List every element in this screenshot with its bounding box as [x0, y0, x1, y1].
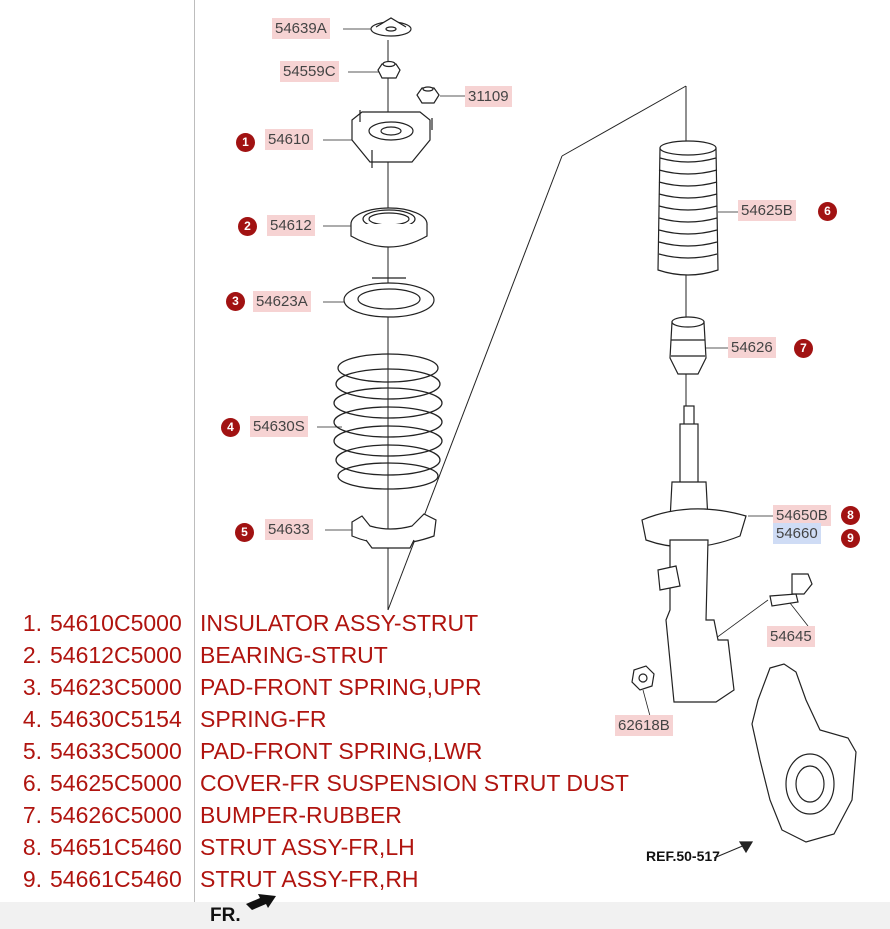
part-label-62618B: 62618B [615, 715, 673, 736]
front-direction-label: FR. [210, 905, 241, 926]
callout-7: 7 [794, 339, 813, 358]
list-item-part-number: 54630C5154 [50, 706, 182, 732]
list-item-part-number: 54625C5000 [50, 770, 182, 796]
part-label-54639A: 54639A [272, 18, 330, 39]
part-label-54645: 54645 [767, 626, 815, 647]
list-item-number: 7. [22, 802, 42, 828]
list-item-part-number: 54661C5460 [50, 866, 182, 892]
callout-6: 6 [818, 202, 837, 221]
part-label-54610: 54610 [265, 129, 313, 150]
list-item-number: 3. [22, 674, 42, 700]
list-item-description: SPRING-FR [200, 706, 327, 732]
list-item-description: PAD-FRONT SPRING,LWR [200, 738, 483, 764]
list-item-part-number: 54610C5000 [50, 610, 182, 636]
list-item-description: COVER-FR SUSPENSION STRUT DUST [200, 770, 629, 796]
list-item-number: 8. [22, 834, 42, 860]
part-label-54650B: 54650B [773, 505, 831, 526]
list-item-part-number: 54626C5000 [50, 802, 182, 828]
list-item-description: BUMPER-RUBBER [200, 802, 402, 828]
list-item-description: STRUT ASSY-FR,LH [200, 834, 415, 860]
list-item-number: 4. [22, 706, 42, 732]
list-item-number: 9. [22, 866, 42, 892]
bottom-strip [0, 902, 890, 929]
margin-line [194, 0, 195, 929]
list-item-description: PAD-FRONT SPRING,UPR [200, 674, 482, 700]
list-item-number: 1. [22, 610, 42, 636]
part-label-54612: 54612 [267, 215, 315, 236]
part-label-31109: 31109 [465, 86, 512, 107]
list-item-description: BEARING-STRUT [200, 642, 388, 668]
callout-9: 9 [841, 529, 860, 548]
list-item-part-number: 54623C5000 [50, 674, 182, 700]
list-item-part-number: 54651C5460 [50, 834, 182, 860]
callout-2: 2 [238, 217, 257, 236]
part-label-54625B: 54625B [738, 200, 796, 221]
reference-label: REF.50-517 [646, 848, 720, 864]
part-label-54623A: 54623A [253, 291, 311, 312]
part-label-54626: 54626 [728, 337, 776, 358]
list-item-description: STRUT ASSY-FR,RH [200, 866, 419, 892]
callout-8: 8 [841, 506, 860, 525]
list-item-part-number: 54633C5000 [50, 738, 182, 764]
callout-1: 1 [236, 133, 255, 152]
callout-5: 5 [235, 523, 254, 542]
list-item-part-number: 54612C5000 [50, 642, 182, 668]
part-label-54660: 54660 [773, 523, 821, 544]
part-label-54633: 54633 [265, 519, 313, 540]
part-label-54559C: 54559C [280, 61, 339, 82]
part-label-54630S: 54630S [250, 416, 308, 437]
callout-4: 4 [221, 418, 240, 437]
list-item-number: 2. [22, 642, 42, 668]
callout-3: 3 [226, 292, 245, 311]
list-item-number: 6. [22, 770, 42, 796]
list-item-description: INSULATOR ASSY-STRUT [200, 610, 479, 636]
list-item-number: 5. [22, 738, 42, 764]
